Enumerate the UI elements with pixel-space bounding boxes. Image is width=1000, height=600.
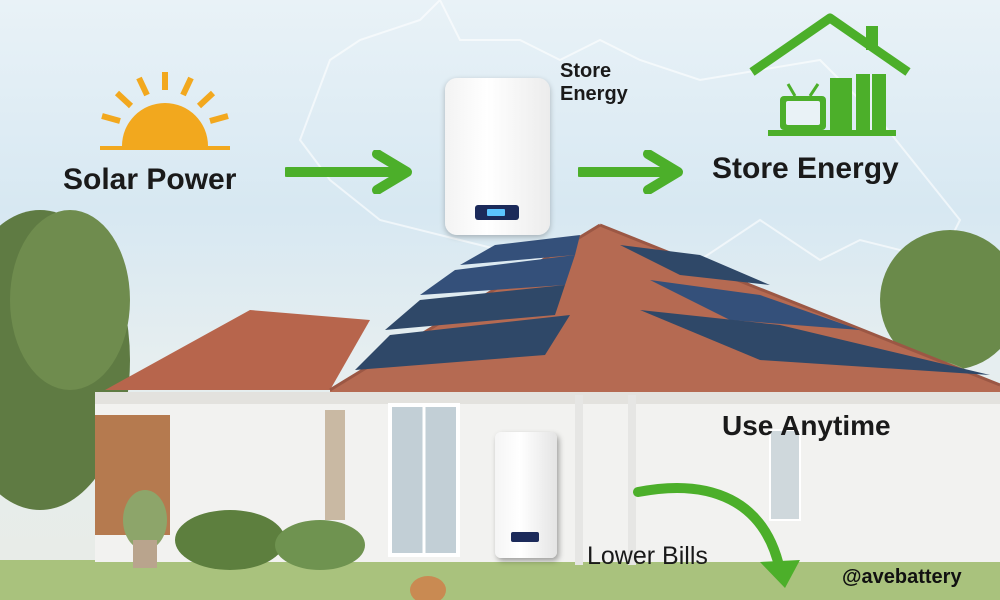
wall-battery-display [511,532,539,542]
tree-right [880,230,1000,370]
curved-arrow-icon [633,483,800,588]
watermark-text: @avebattery [842,566,962,588]
solar-panel-4 [460,235,580,265]
map-outline [298,0,962,262]
lower-bills-label: Lower Bills [587,542,708,570]
solar-panel-5 [620,245,770,285]
arrow-right-icon [285,150,412,194]
battery-icon [445,78,550,235]
house-appliances-icon [749,13,911,136]
solar-panel-7 [640,310,990,375]
store-energy-small-label: Store Energy [560,60,628,105]
use-anytime-label: Use Anytime [722,410,891,441]
roof-left [105,310,370,390]
solar-power-label: Solar Power [63,163,237,196]
sun-icon [100,72,230,150]
dog [410,576,446,600]
wall-battery-icon [495,432,557,558]
solar-panel-2 [385,285,565,330]
bush-1 [175,510,285,570]
battery-display [475,205,519,220]
bush-2 [275,520,365,570]
solar-panel-6 [650,280,860,330]
lawn [0,560,1000,600]
store-energy-label: Store Energy [712,152,899,185]
arrow-right-icon-2 [578,150,683,194]
solar-panel-3 [420,255,575,295]
solar-panel-1 [355,315,570,370]
